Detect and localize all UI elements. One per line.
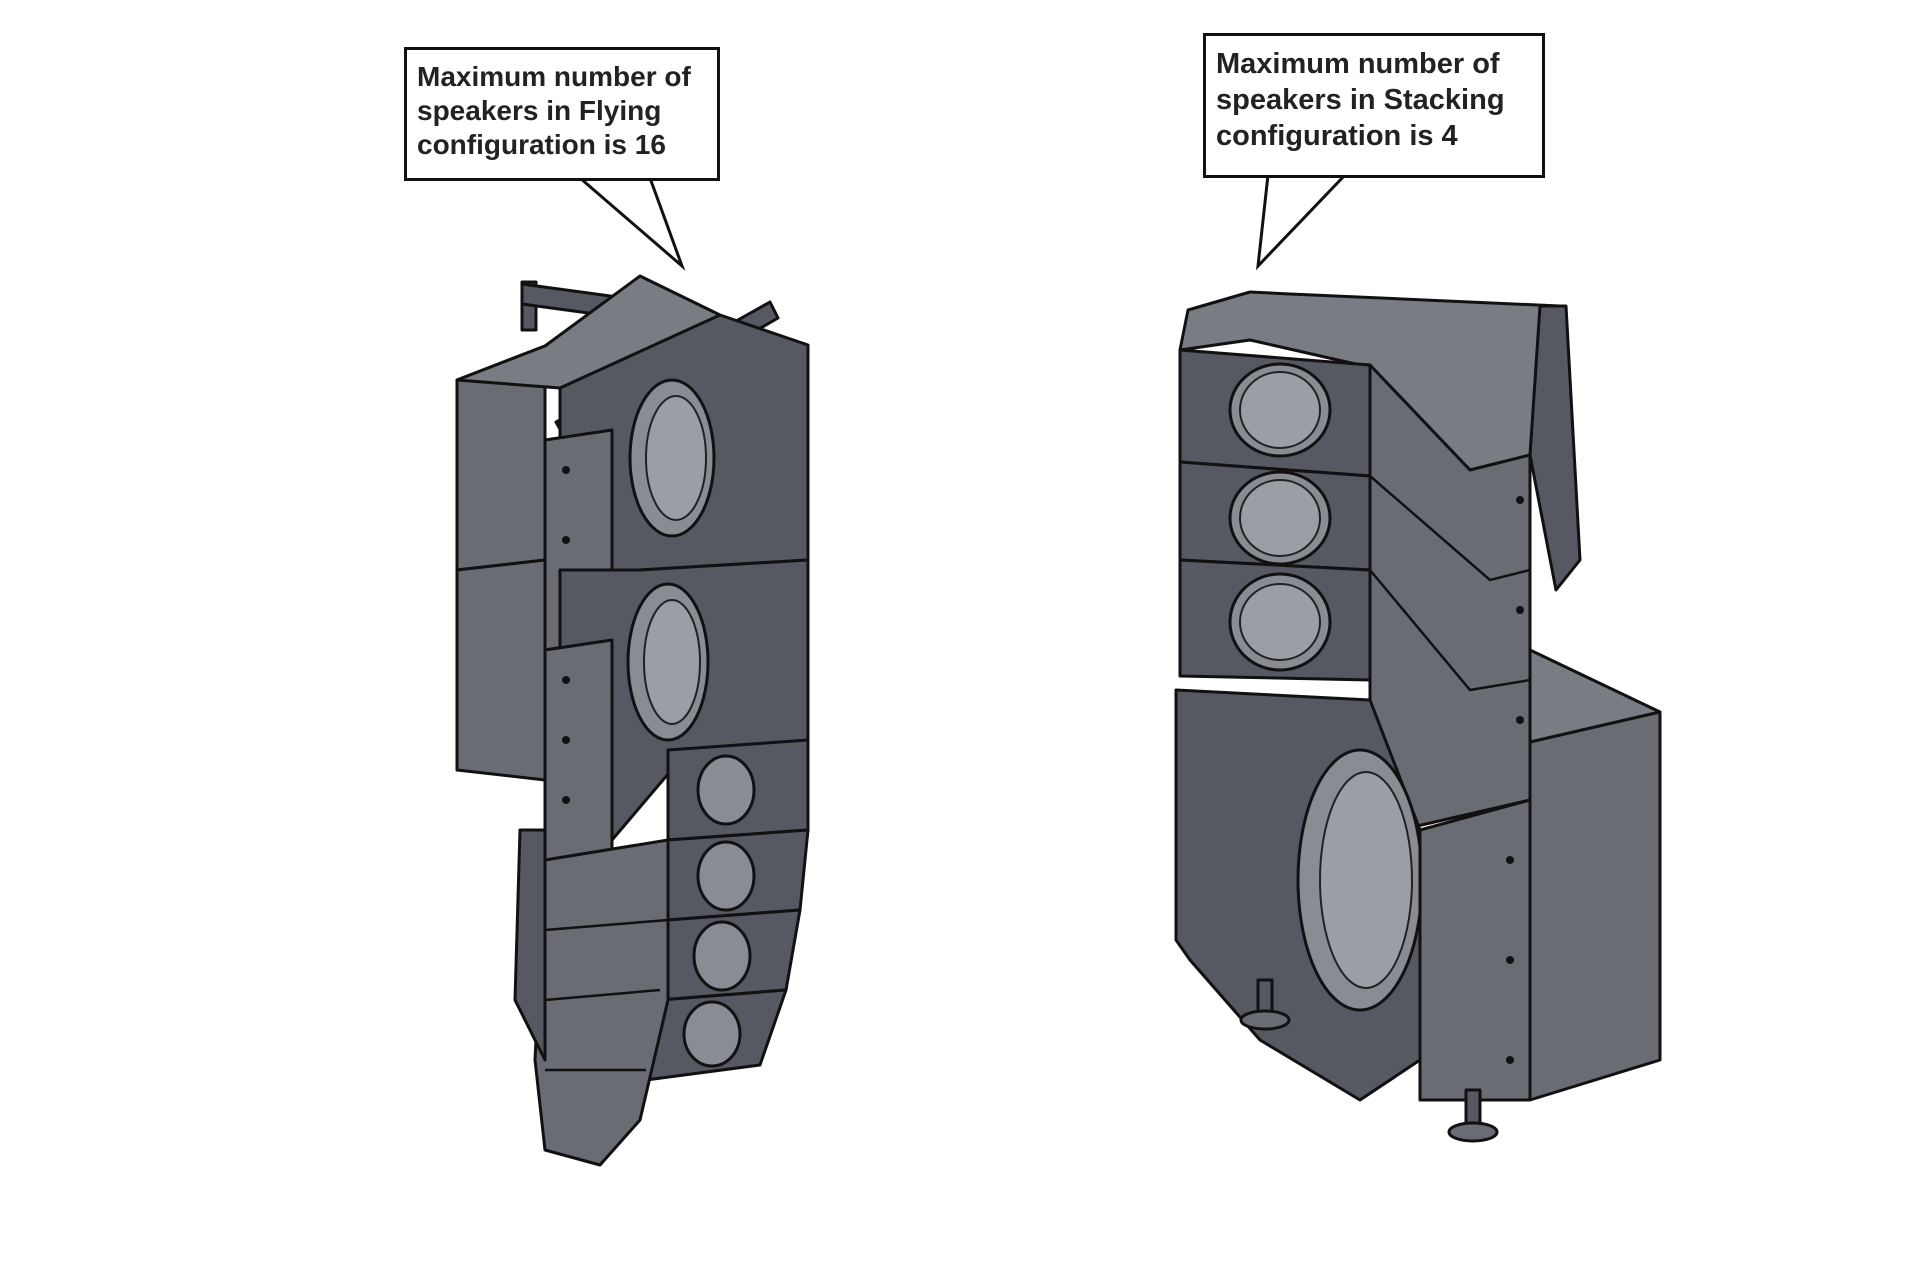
flying-callout-tail bbox=[575, 176, 686, 271]
sub-woofer-cone-1-inner bbox=[645, 395, 707, 521]
line-cabinet-3-cone bbox=[692, 920, 752, 992]
line-cabinet-2-cone bbox=[696, 840, 756, 912]
sub-rigging-plate-2 bbox=[543, 638, 614, 862]
line-cabinet-4-cone bbox=[682, 1000, 742, 1068]
stacking-callout-tail bbox=[1256, 173, 1349, 271]
sub-woofer-cone-2-inner bbox=[643, 599, 701, 725]
line-cabinet-1-cone bbox=[696, 754, 756, 826]
stack-foot-2 bbox=[1447, 1121, 1499, 1143]
flying-speaker-array bbox=[455, 274, 810, 1167]
stack-rear-rigging bbox=[1528, 304, 1582, 592]
stack-sub-side bbox=[1528, 710, 1662, 1102]
stack-sub-rigging-plate bbox=[1418, 798, 1532, 1102]
stack-sub-woofer-cone-inner bbox=[1319, 771, 1413, 989]
flying-configuration-callout: Maximum number of speakers in Flying con… bbox=[404, 47, 720, 181]
sub-box-2-side bbox=[455, 558, 547, 782]
line-cabinets-side bbox=[533, 838, 670, 1167]
rear-rigging bbox=[513, 828, 547, 1062]
line-array-cabinets bbox=[513, 738, 810, 1167]
stacking-speaker-array bbox=[1174, 290, 1662, 1143]
stack-foot-1 bbox=[1239, 1009, 1291, 1031]
stacking-configuration-callout: Maximum number of speakers in Stacking c… bbox=[1203, 33, 1545, 178]
